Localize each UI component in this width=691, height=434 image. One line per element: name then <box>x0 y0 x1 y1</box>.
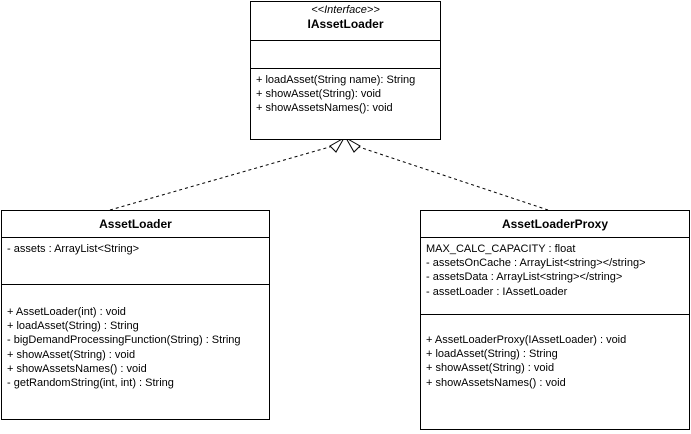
asset-loader-proxy-method: + showAsset(String) : void <box>426 362 555 375</box>
interface-method: + showAsset(String): void <box>256 88 382 101</box>
interface-class-box[interactable]: <<Interface>> IAssetLoader + loadAsset(S… <box>250 1 441 140</box>
interface-class-header: <<Interface>> IAssetLoader <box>251 2 440 41</box>
asset-loader-proxy-class-header: AssetLoaderProxy <box>421 211 689 238</box>
asset-loader-proxy-class-name: AssetLoaderProxy <box>501 217 609 231</box>
asset-loader-method: - bigDemandProcessingFunction(String) : … <box>7 334 241 347</box>
asset-loader-proxy-attribute: - assetLoader : IAssetLoader <box>426 285 568 298</box>
asset-loader-method: - getRandomString(int, int) : String <box>7 377 174 390</box>
asset-loader-proxy-methods-section: + AssetLoaderProxy(IAssetLoader) : void +… <box>421 315 689 394</box>
asset-loader-proxy-method: + AssetLoaderProxy(IAssetLoader) : void <box>426 334 627 346</box>
asset-loader-method: + loadAsset(String) : String <box>7 320 139 333</box>
interface-attributes-section <box>251 41 440 69</box>
interface-method: + showAssetsNames(): void <box>256 102 393 115</box>
asset-loader-method: + showAssetsNames() : void <box>7 362 147 375</box>
asset-loader-proxy-attributes-section: MAX_CALC_CAPACITY : float - assetsOnCache… <box>421 238 689 315</box>
realization-line-asset-loader <box>109 145 334 211</box>
interface-methods-section: + loadAsset(String name): String + showAs… <box>251 69 440 120</box>
realization-arrowhead-left <box>329 136 346 153</box>
asset-loader-methods-section: + AssetLoader(int) : void + loadAsset(Str… <box>2 285 269 394</box>
asset-loader-proxy-method: + loadAsset(String) : String <box>426 348 558 361</box>
asset-loader-method: + AssetLoader(int) : void <box>7 306 126 318</box>
asset-loader-proxy-class-box[interactable]: AssetLoaderProxy MAX_CALC_CAPACITY : flo… <box>420 210 690 430</box>
asset-loader-attributes-section: - assets : ArrayList<String> <box>2 238 269 285</box>
asset-loader-proxy-attribute: MAX_CALC_CAPACITY : float <box>426 243 576 255</box>
asset-loader-proxy-attribute: - assetsData : ArrayList<string></string… <box>426 271 623 284</box>
asset-loader-class-name: AssetLoader <box>99 217 172 231</box>
asset-loader-proxy-attribute: - assetsOnCache : ArrayList<string></str… <box>426 257 646 270</box>
interface-class-name: IAssetLoader <box>307 17 384 31</box>
asset-loader-class-box[interactable]: AssetLoader - assets : ArrayList<String>… <box>1 210 270 420</box>
interface-stereotype: <<Interface>> <box>311 4 380 16</box>
asset-loader-proxy-method: + showAssetsNames() : void <box>426 376 566 389</box>
asset-loader-attribute: - assets : ArrayList<String> <box>7 243 140 255</box>
asset-loader-class-header: AssetLoader <box>2 211 269 238</box>
realization-line-asset-loader-proxy <box>355 145 549 211</box>
interface-method: + loadAsset(String name): String <box>256 74 416 86</box>
realization-arrowhead-right <box>344 136 361 153</box>
asset-loader-method: + showAsset(String) : void <box>7 348 136 361</box>
